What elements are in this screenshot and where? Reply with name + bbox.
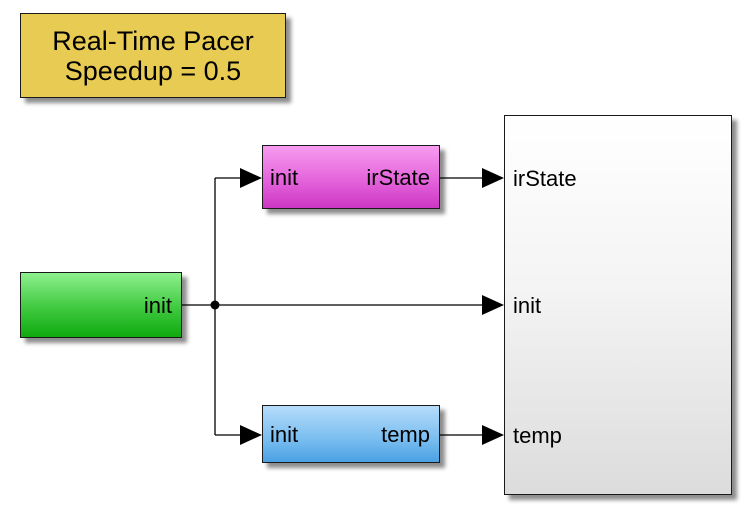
irstate-subsystem-in-label: init — [270, 165, 299, 190]
temp-subsystem-in-label: init — [270, 422, 299, 447]
arrowhead-temp-subsystem-in — [240, 425, 262, 445]
branch-point — [210, 300, 220, 310]
arrowhead-sink-init — [482, 295, 504, 315]
irstate-subsystem-out-label: irState — [366, 165, 430, 190]
arrowhead-irstate-subsystem-in — [240, 168, 262, 188]
arrowhead-sink-temp — [482, 425, 504, 445]
sink-port-temp-label: temp — [513, 423, 562, 448]
temp-subsystem-out-label: temp — [381, 422, 430, 447]
real-time-pacer-block[interactable]: Real-Time Pacer Speedup = 0.5 — [20, 13, 286, 98]
pacer-speedup: Speedup = 0.5 — [64, 55, 242, 86]
sink-port-init-label: init — [513, 293, 542, 318]
sink-block[interactable]: irState init temp — [504, 115, 732, 495]
pacer-title: Real-Time Pacer — [52, 25, 254, 56]
irstate-subsystem-block[interactable]: init irState — [262, 145, 440, 209]
sink-port-irstate-label: irState — [513, 166, 577, 191]
temp-subsystem-block[interactable]: init temp — [262, 405, 440, 463]
arrowhead-sink-irstate — [482, 168, 504, 188]
source-out-port-label: init — [143, 293, 172, 318]
init-source-block[interactable]: init — [20, 272, 182, 338]
